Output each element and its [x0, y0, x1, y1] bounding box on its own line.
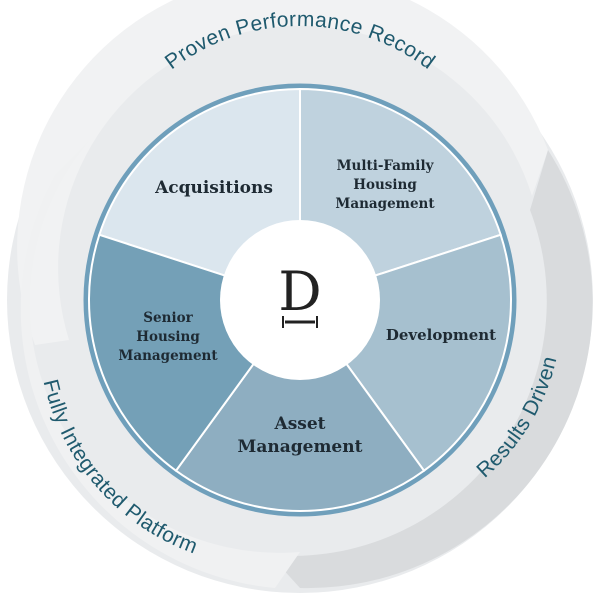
center-hub	[220, 220, 380, 380]
segment-label-development: Development	[386, 326, 496, 344]
segment-label-multifamily-3: Management	[335, 196, 435, 212]
segment-label-asset-1: Asset	[274, 414, 326, 434]
segment-label-asset-2: Management	[238, 437, 363, 457]
segment-label-multifamily-2: Housing	[353, 177, 417, 193]
segment-label-acquisitions: Acquisitions	[154, 178, 273, 198]
segment-label-senior-2: Housing	[136, 329, 200, 345]
ring-arrow-dark	[270, 150, 593, 589]
logo-letter: D	[278, 260, 321, 323]
segment-asset-management	[174, 298, 426, 513]
logo: D	[278, 260, 322, 328]
segment-label-multifamily-1: Multi-Family	[337, 158, 435, 174]
segment-label-senior-3: Management	[118, 348, 218, 364]
ring-arrow-light-bottom	[20, 140, 301, 588]
segment-label-senior-1: Senior	[143, 310, 193, 326]
